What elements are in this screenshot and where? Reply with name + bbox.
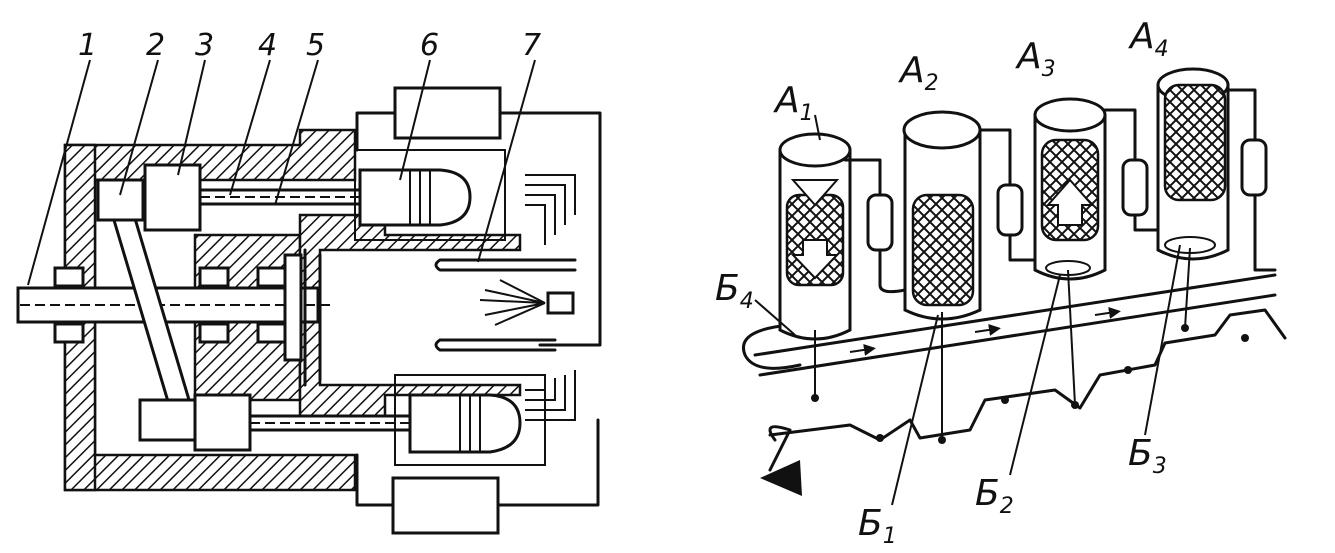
leader-b2 — [1009, 274, 1061, 476]
leader-b4 — [754, 299, 796, 336]
upper-piston — [358, 168, 472, 227]
upper-crosshead — [143, 163, 202, 232]
compressor-diagram: 1 2 3 4 5 6 7 — [16, 28, 602, 535]
inner-passage — [303, 248, 322, 387]
column-a3 — [1033, 97, 1107, 406]
lower-valve-box — [391, 476, 500, 535]
bearing-top-hub — [198, 266, 230, 288]
leader-6 — [399, 59, 431, 181]
bearing-bottom-right — [256, 322, 288, 344]
upper-slipper — [96, 178, 145, 222]
leader-2 — [119, 59, 159, 196]
bearing-bottom-left — [53, 322, 85, 344]
separator-1 — [866, 193, 894, 252]
callout-3: 3 — [195, 28, 214, 63]
label-a3: А3 — [1015, 36, 1056, 82]
loop-b4 — [742, 323, 802, 370]
upper-cylinder — [354, 149, 506, 241]
leader-3 — [177, 59, 206, 176]
spray-nozzle — [546, 291, 575, 315]
upper-circuit-line — [355, 111, 602, 347]
main-shaft — [16, 286, 320, 324]
ground-nodes — [811, 324, 1249, 444]
column-a2 — [902, 110, 982, 440]
column-a1 — [778, 132, 852, 398]
exit-arrow — [760, 460, 802, 496]
label-b4: Б4 — [715, 268, 754, 314]
cylinder-block — [298, 213, 522, 422]
callout-4: 4 — [258, 28, 277, 63]
callout-7: 7 — [522, 28, 541, 63]
label-b2: Б2 — [975, 473, 1014, 519]
column-a4 — [1156, 67, 1230, 329]
bearing-top-left — [53, 266, 85, 288]
label-b1: Б1 — [858, 503, 897, 549]
lower-slipper — [138, 398, 197, 442]
ground-zigzag — [768, 308, 1287, 442]
label-a4: А4 — [1128, 16, 1169, 62]
leader-7 — [477, 59, 536, 263]
upper-valve-box — [393, 86, 502, 140]
return-tube — [434, 258, 577, 272]
label-b3: Б3 — [1128, 433, 1167, 479]
lower-circuit-line — [355, 418, 600, 507]
callout-1: 1 — [78, 28, 97, 63]
spray-jet — [479, 279, 546, 326]
callout-2: 2 — [146, 28, 165, 63]
label-a2: А2 — [898, 50, 939, 96]
callout-6: 6 — [420, 28, 439, 63]
leader-a1 — [814, 114, 821, 141]
leader-5 — [274, 59, 319, 206]
lower-crosshead — [193, 393, 252, 452]
separator-3 — [1121, 158, 1149, 217]
pipe-a1-a2 — [843, 158, 907, 294]
separator-2 — [996, 183, 1024, 237]
adsorber-diagram: А1 А2 А3 А4 Б4 Б1 Б2 Б3 — [715, 16, 1287, 549]
leader-4 — [229, 59, 271, 196]
callout-5: 5 — [306, 28, 325, 63]
label-a1: А1 — [773, 80, 814, 126]
shaft-collar — [283, 253, 303, 362]
bearing-bottom-hub — [198, 322, 230, 344]
leader-b1 — [891, 314, 939, 506]
lower-outlet-ports — [525, 370, 576, 421]
leader-b3 — [1144, 244, 1181, 436]
leader-1 — [27, 59, 91, 286]
separator-4 — [1240, 138, 1268, 197]
lower-piston — [408, 393, 522, 454]
upper-outlet-ports — [525, 174, 576, 245]
bearing-top-right — [256, 266, 288, 288]
